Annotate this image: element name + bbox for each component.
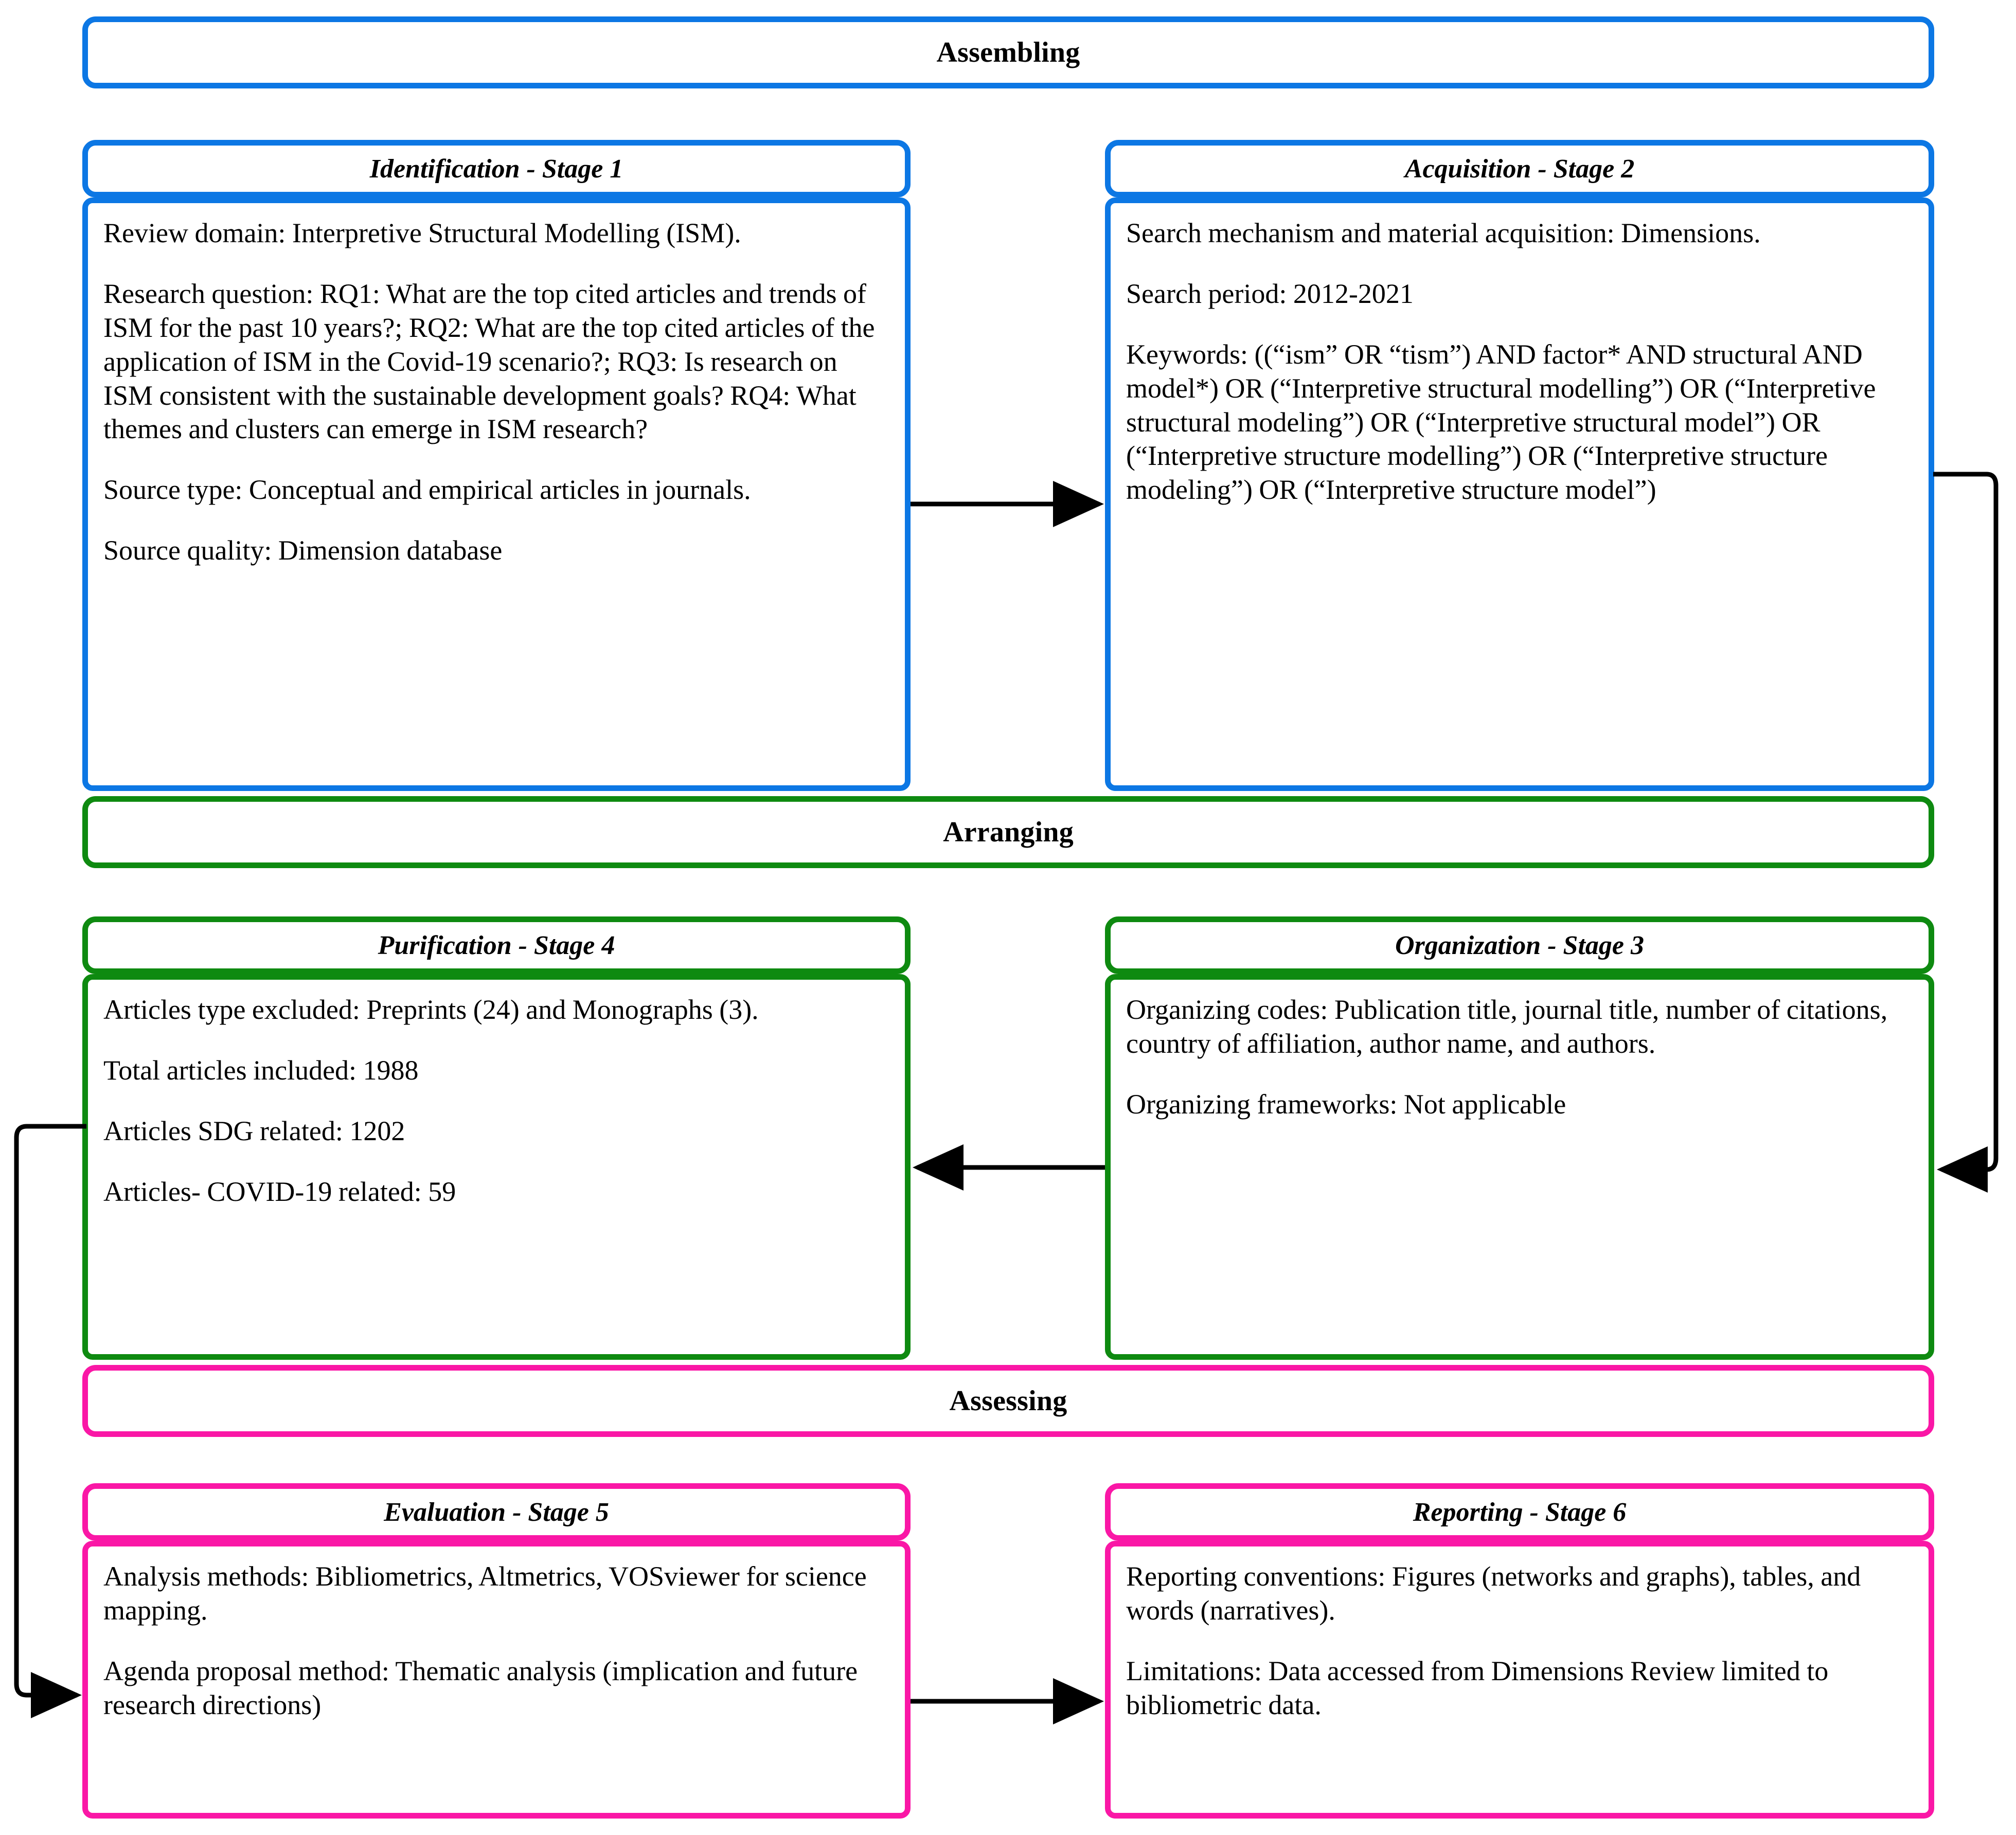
stage-paragraph: Limitations: Data accessed from Dimensio… bbox=[1126, 1655, 1829, 1720]
section-band-label-assembling: Assembling bbox=[936, 37, 1080, 68]
stage-header-purification: Purification - Stage 4 bbox=[82, 916, 911, 974]
stage-paragraph: Search period: 2012-2021 bbox=[1126, 278, 1414, 309]
stage-paragraph: Review domain: Interpretive Structural M… bbox=[103, 218, 741, 248]
stage-paragraph: Agenda proposal method: Thematic analysi… bbox=[103, 1655, 858, 1720]
stage-paragraph: Reporting conventions: Figures (networks… bbox=[1126, 1561, 1861, 1626]
stage-body-organization: Organizing codes: Publication title, jou… bbox=[1105, 974, 1934, 1360]
connector-stage3-to-stage4 bbox=[911, 1126, 1106, 1209]
stage-paragraph: Organizing frameworks: Not applicable bbox=[1126, 1088, 1566, 1120]
stage-paragraph: Analysis methods: Bibliometrics, Altmetr… bbox=[103, 1561, 867, 1626]
stage-body-acquisition: Search mechanism and material acquisitio… bbox=[1105, 197, 1934, 791]
stage-header-label-acquisition: Acquisition - Stage 2 bbox=[1404, 154, 1635, 184]
stage-body-purification: Articles type excluded: Preprints (24) a… bbox=[82, 974, 911, 1360]
stage-paragraph: Research question: RQ1: What are the top… bbox=[103, 278, 875, 445]
stage-body-reporting: Reporting conventions: Figures (networks… bbox=[1105, 1541, 1934, 1819]
section-band-assessing: Assessing bbox=[82, 1365, 1934, 1437]
stage-paragraph: Total articles included: 1988 bbox=[103, 1054, 419, 1086]
stage-header-label-reporting: Reporting - Stage 6 bbox=[1413, 1497, 1627, 1527]
stage-paragraph: Articles type excluded: Preprints (24) a… bbox=[103, 994, 759, 1025]
stage-paragraph: Organizing codes: Publication title, jou… bbox=[1126, 994, 1888, 1059]
stage-header-evaluation: Evaluation - Stage 5 bbox=[82, 1483, 911, 1541]
stage-header-label-evaluation: Evaluation - Stage 5 bbox=[384, 1497, 609, 1527]
section-band-label-arranging: Arranging bbox=[943, 816, 1074, 848]
connector-stage1-to-stage2 bbox=[911, 463, 1106, 545]
connector-stage5-to-stage6 bbox=[911, 1666, 1106, 1749]
stage-header-acquisition: Acquisition - Stage 2 bbox=[1105, 140, 1934, 197]
stage-paragraph: Articles- COVID-19 related: 59 bbox=[103, 1176, 456, 1207]
stage-paragraph: Source type: Conceptual and empirical ar… bbox=[103, 474, 751, 506]
stage-paragraph: Search mechanism and material acquisitio… bbox=[1126, 218, 1761, 248]
connector-stage4-to-stage5 bbox=[0, 1124, 90, 1718]
stage-header-label-purification: Purification - Stage 4 bbox=[378, 930, 615, 960]
stage-body-identification: Review domain: Interpretive Structural M… bbox=[82, 197, 911, 791]
stage-paragraph: Articles SDG related: 1202 bbox=[103, 1115, 405, 1146]
stage-paragraph: Keywords: ((“ism” OR “tism”) AND factor*… bbox=[1126, 338, 1876, 506]
stage-header-label-organization: Organization - Stage 3 bbox=[1395, 930, 1644, 960]
section-band-arranging: Arranging bbox=[82, 796, 1934, 868]
connector-stage2-to-stage3 bbox=[1930, 463, 2016, 1193]
section-band-assembling: Assembling bbox=[82, 16, 1934, 88]
stage-paragraph: Source quality: Dimension database bbox=[103, 535, 503, 566]
stage-header-identification: Identification - Stage 1 bbox=[82, 140, 911, 197]
section-band-label-assessing: Assessing bbox=[949, 1385, 1067, 1417]
stage-header-organization: Organization - Stage 3 bbox=[1105, 916, 1934, 974]
stage-body-evaluation: Analysis methods: Bibliometrics, Altmetr… bbox=[82, 1541, 911, 1819]
stage-header-reporting: Reporting - Stage 6 bbox=[1105, 1483, 1934, 1541]
stage-header-label-identification: Identification - Stage 1 bbox=[369, 154, 623, 184]
